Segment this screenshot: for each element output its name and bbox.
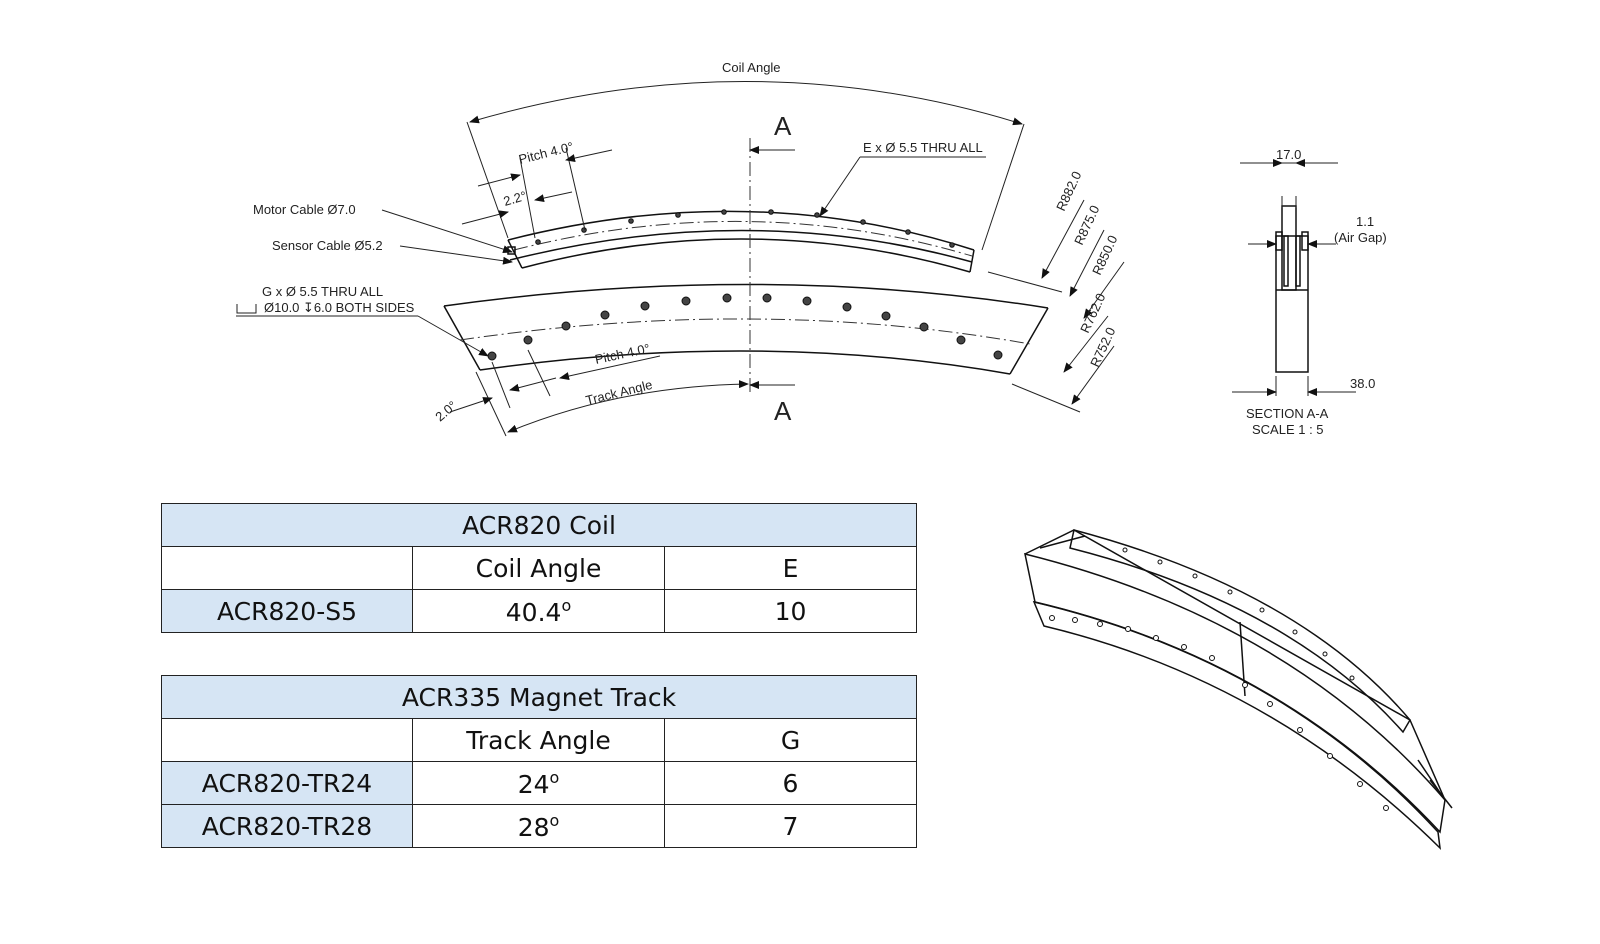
coil-angle-dimension: Coil Angle	[466, 60, 1025, 251]
track-g-cell: 6	[663, 761, 918, 805]
r850-label: R850.0	[1089, 233, 1120, 277]
coil-spec-table: ACR820 Coil Coil Angle E ACR820-S5 40.4o…	[160, 503, 918, 633]
section-title: SECTION A-A	[1246, 406, 1329, 421]
track-angle-header: Track Angle	[412, 718, 665, 762]
g-holes-callout: G x Ø 5.5 THRU ALL Ø10.0 ↧6.0 BOTH SIDES	[236, 284, 489, 357]
air-gap-value: 1.1	[1356, 214, 1374, 229]
coil-segment	[507, 210, 975, 273]
coil-table-title: ACR820 Coil	[160, 503, 918, 547]
track-spec-table: ACR335 Magnet Track Track Angle G ACR820…	[160, 675, 918, 848]
degree-mark: o	[561, 595, 572, 615]
degree-mark: o	[549, 810, 560, 830]
coil-angle-label: Coil Angle	[722, 60, 781, 75]
track-inner-edge	[479, 350, 1011, 375]
track-angle-cell: 28o	[412, 804, 665, 848]
track-table-blank-header	[161, 718, 413, 762]
track-pitch-dimension: Pitch 4.0° Track Angle 2.0°	[432, 341, 749, 437]
cable-callouts: Motor Cable Ø7.0 Sensor Cable Ø5.2	[253, 202, 513, 265]
coil-table-blank-header	[161, 546, 413, 590]
radius-dimensions: R882.0 R875.0 R850.0 R762.0 R752.0	[987, 169, 1125, 413]
coil-outer-edge	[507, 210, 975, 251]
track-angle-cell: 24o	[412, 761, 665, 805]
track-table-title: ACR335 Magnet Track	[160, 675, 918, 719]
section-marker-top: A	[774, 111, 792, 141]
g-holes-label: G x Ø 5.5 THRU ALL	[262, 284, 383, 299]
track-model-cell: ACR820-TR28	[161, 804, 413, 848]
track-pitch-label: Pitch 4.0°	[594, 341, 652, 367]
table-row: ACR820-S5 40.4o 10	[161, 589, 918, 633]
section-height-label: 38.0	[1350, 376, 1375, 391]
coil-angle-cell: 40.4o	[412, 589, 665, 633]
section-a-a-view: 17.0 1.1 (Air Gap) 38.0 SECTION A-A SCAL…	[1232, 147, 1387, 437]
air-gap-label: (Air Gap)	[1334, 230, 1387, 245]
section-marker-bottom: A	[774, 396, 792, 426]
counterbore-icon	[236, 304, 257, 314]
section-width-label: 17.0	[1276, 147, 1301, 162]
e-holes-label: E x Ø 5.5 THRU ALL	[863, 140, 983, 155]
table-row: ACR820-TR24 24o 6	[161, 761, 918, 805]
track-holes	[487, 293, 1003, 361]
magnet-track	[443, 283, 1049, 375]
coil-model-cell: ACR820-S5	[161, 589, 413, 633]
r882-label: R882.0	[1053, 169, 1084, 213]
motor-cable-label: Motor Cable Ø7.0	[253, 202, 356, 217]
coil-e-header: E	[663, 546, 918, 590]
table-row: ACR820-TR28 28o 7	[161, 804, 918, 848]
isometric-holes	[1049, 547, 1389, 811]
track-g-cell: 7	[663, 804, 918, 848]
coil-offset-label: 2.2°	[502, 188, 529, 209]
track-model-cell: ACR820-TR24	[161, 761, 413, 805]
sensor-cable-label: Sensor Cable Ø5.2	[272, 238, 383, 253]
r875-label: R875.0	[1071, 203, 1102, 247]
track-outer-edge	[443, 283, 1049, 309]
section-scale: SCALE 1 : 5	[1252, 422, 1324, 437]
track-g-header: G	[663, 718, 918, 762]
coil-pitch-label: Pitch 4.0°	[517, 139, 575, 167]
e-holes-callout: E x Ø 5.5 THRU ALL	[819, 140, 986, 217]
degree-mark: o	[549, 767, 560, 787]
coil-angle-header: Coil Angle	[412, 546, 665, 590]
section-cut-line: A A	[749, 111, 795, 426]
coil-inner-edge	[521, 238, 971, 273]
track-offset-label: 2.0°	[432, 398, 459, 424]
coil-holes	[535, 209, 955, 248]
track-angle-label: Track Angle	[584, 377, 654, 408]
isometric-view	[1024, 529, 1453, 851]
g-counterbore-label: Ø10.0 ↧6.0 BOTH SIDES	[264, 300, 415, 315]
coil-e-cell: 10	[663, 589, 918, 633]
